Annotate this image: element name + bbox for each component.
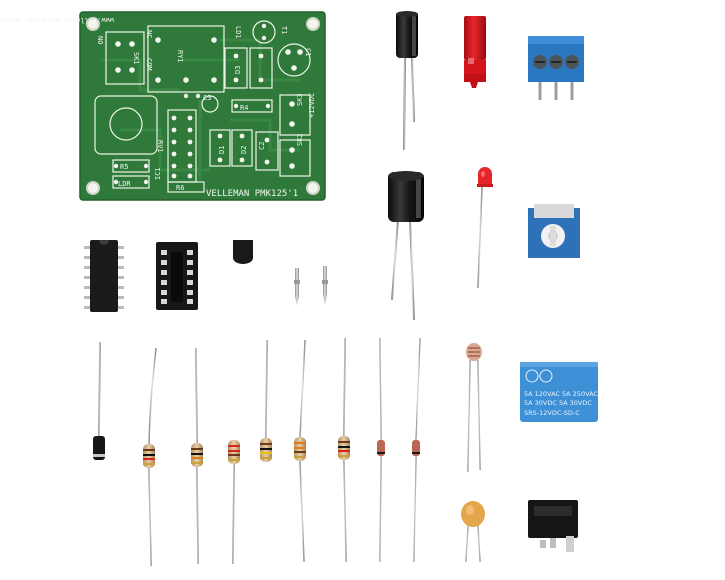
pcb-label-com: COM (145, 58, 153, 71)
pcb-label-rv1: RV1 (156, 140, 164, 153)
pcb-label-d3: D3 (234, 66, 242, 74)
pcb-label-r4: R4 (240, 104, 248, 112)
pcb-label-r6: R6 (176, 184, 184, 192)
resistor (143, 347, 157, 567)
transistor (233, 240, 253, 310)
photoresistor (466, 343, 482, 473)
pcb-label-sk3: SK3 (296, 93, 304, 106)
resistor (294, 339, 306, 563)
pcb-brand-text: VELLEMAN PMK125'1 (206, 189, 298, 199)
pcb-label-no: NO (96, 36, 104, 44)
resistor (191, 347, 203, 565)
red-test-pin (464, 16, 486, 88)
resistor (228, 344, 240, 565)
solder-pin (294, 268, 300, 306)
signal-diode (377, 337, 385, 563)
mounting-hole (86, 17, 320, 195)
relay-spec-line-2: 5A 30VDC 5A 30VDC (524, 399, 592, 407)
terminal-block (528, 36, 584, 100)
pcb-label-c1: C1 (304, 48, 312, 56)
relay-model: SRS-12VDC-SD-C (524, 409, 580, 417)
pcb-label-c3: C3 (203, 94, 211, 102)
rectifier-diode (93, 341, 105, 566)
electrolytic-capacitor-large (388, 171, 424, 321)
pcb-label-ry1: RY1 (176, 50, 184, 63)
pcb-label-t1: T1 (280, 26, 288, 34)
pcb-label-c2: C2 (258, 142, 266, 150)
relay-spec-line-1: 5A 120VAC 5A 250VAC (524, 390, 598, 398)
pcb-label-d2: D2 (240, 146, 248, 154)
pcb-label-nc: NC (145, 30, 153, 38)
dc-power-jack (528, 500, 578, 552)
red-led (477, 167, 493, 289)
resistor (338, 337, 350, 563)
pcb-label-sk2: SK2 (296, 133, 304, 146)
pcb-label-ldr: LDR (118, 180, 131, 188)
pcb-label-d1: D1 (218, 146, 226, 154)
ic-chip (84, 240, 124, 312)
solder-pin (322, 266, 328, 306)
pcb-label-r5: R5 (120, 163, 128, 171)
pcb-label-sk1: SK1 (132, 52, 140, 65)
pcb-label-supply: +12VDC (308, 93, 316, 118)
electrolytic-capacitor-small (396, 11, 418, 151)
pcb-label-ld1: LD1 (234, 26, 242, 39)
signal-diode (412, 337, 421, 563)
resistor (260, 339, 272, 564)
ic-socket (156, 242, 198, 310)
trimmer-potentiometer (528, 204, 580, 258)
relay: 5A 120VAC 5A 250VAC 5A 30VDC 5A 30VDC SR… (520, 362, 598, 422)
pcb-top-text: www.velleman.eu Relay setting 12V/5A (0, 16, 114, 24)
pcb-board: www.velleman.eu Relay setting 12V/5A VEL… (0, 11, 326, 201)
ceramic-capacitor (461, 501, 485, 563)
pcb-label-ic1: IC1 (154, 167, 162, 180)
